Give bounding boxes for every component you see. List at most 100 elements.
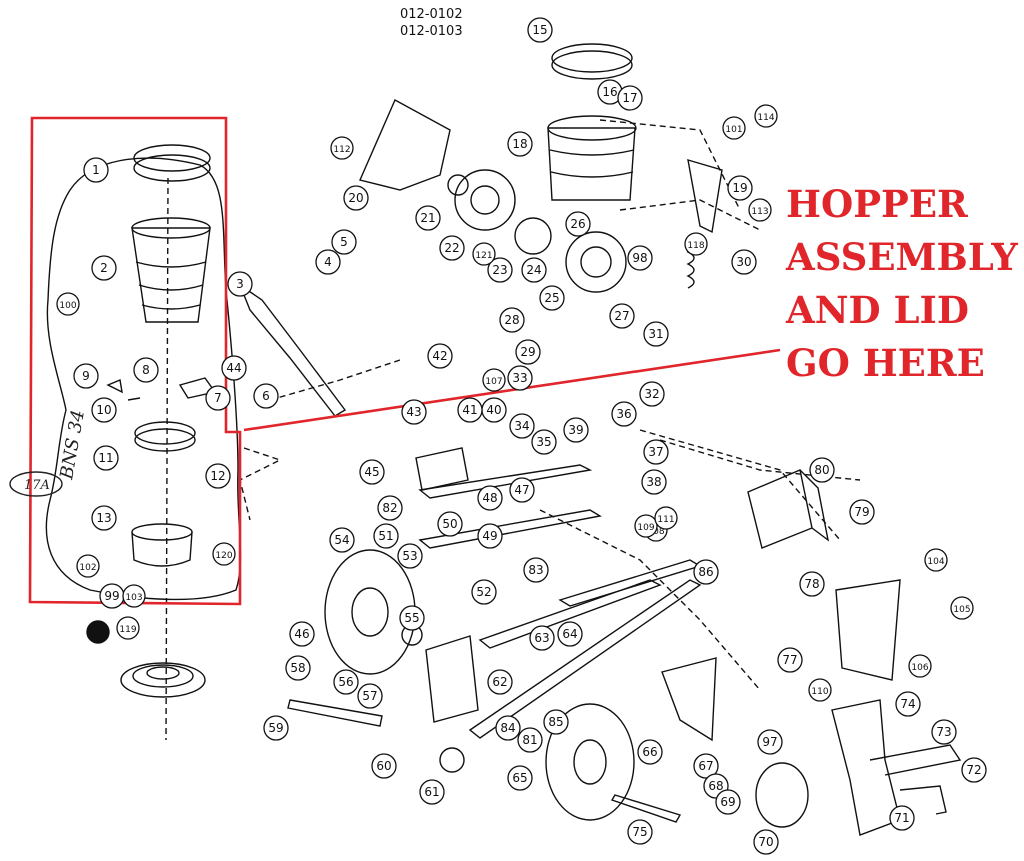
part-callout: 71 xyxy=(889,805,915,831)
part-callout-label: 4 xyxy=(324,255,332,269)
part-callout-label: 7 xyxy=(214,391,222,405)
part-callout-label: 13 xyxy=(96,511,111,525)
part-callout-label: 70 xyxy=(758,835,773,849)
part-callout-label: 46 xyxy=(294,627,309,641)
part-callout: 46 xyxy=(289,621,315,647)
part-callout-circle xyxy=(634,514,658,538)
drawing-code-2: 012-0103 xyxy=(400,24,463,39)
part-callout-circle xyxy=(499,307,525,333)
part-callout: 69 xyxy=(715,789,741,815)
part-callout-circle xyxy=(521,257,547,283)
annotation-line: GO HERE xyxy=(786,341,985,385)
part-callout: 34 xyxy=(509,413,535,439)
part-callout-circle xyxy=(253,383,279,409)
part-callout-label: 50 xyxy=(442,517,457,531)
part-callout-label: 18 xyxy=(512,137,527,151)
part-callout: 84 xyxy=(495,715,521,741)
part-callout-circle xyxy=(333,669,359,695)
part-callout: 62 xyxy=(487,669,513,695)
part-callout-label: 108 xyxy=(647,527,664,537)
drawing-code-1: 012-0102 xyxy=(400,7,463,22)
pulley-group xyxy=(86,618,206,698)
part-callout: 32 xyxy=(639,381,665,407)
part-callout-label: 62 xyxy=(492,675,507,689)
part-callout-circle xyxy=(507,131,533,157)
part-callout-circle xyxy=(227,271,253,297)
part-callout-label: 35 xyxy=(536,435,551,449)
part-callout-circle xyxy=(359,459,385,485)
part-callout-label: 56 xyxy=(338,675,353,689)
part-callout-label: 58 xyxy=(290,661,305,675)
part-callout: 27 xyxy=(609,303,635,329)
part-callout: 67 xyxy=(693,753,719,779)
part-callout-circle xyxy=(715,789,741,815)
part-callout-circle xyxy=(507,365,533,391)
part-callout-circle xyxy=(693,559,719,585)
part-callout-circle xyxy=(212,542,236,566)
part-callout-circle xyxy=(961,757,987,783)
part-callout: 51 xyxy=(373,523,399,549)
circled-ref-ring xyxy=(9,471,63,497)
part-callout-label: 38 xyxy=(646,475,661,489)
circled-ref: 17A xyxy=(24,478,50,493)
part-callout-label: 5 xyxy=(340,235,348,249)
part-callout-label: 81 xyxy=(522,733,537,747)
part-callout-label: 26 xyxy=(570,217,585,231)
part-callout-circle xyxy=(289,621,315,647)
annotation-line: ASSEMBLY xyxy=(786,235,1018,279)
part-callout-circle xyxy=(722,116,746,140)
part-callout-label: 12 xyxy=(210,469,225,483)
part-callout-circle xyxy=(419,779,445,805)
part-callout-circle xyxy=(357,683,383,709)
part-callout-circle xyxy=(91,397,117,423)
part-callout-label: 57 xyxy=(362,689,377,703)
part-callout-circle xyxy=(495,715,521,741)
part-callout-label: 98 xyxy=(632,251,647,265)
part-callout-label: 45 xyxy=(364,465,379,479)
part-callout: 112 xyxy=(330,136,354,160)
part-callout-label: 17 xyxy=(622,91,637,105)
part-callout-label: 101 xyxy=(725,125,742,135)
part-callout: 45 xyxy=(359,459,385,485)
part-callout-label: 73 xyxy=(936,725,951,739)
part-callout-circle xyxy=(399,605,425,631)
part-callout-label: 27 xyxy=(614,309,629,323)
hopper-body-shape xyxy=(131,227,211,323)
part-callout-label: 8 xyxy=(142,363,150,377)
part-callout-circle xyxy=(557,621,583,647)
hopper-blob-outline xyxy=(45,157,242,601)
part-callout: 10 xyxy=(91,397,117,423)
part-callout-circle xyxy=(639,381,665,407)
part-callout-label: 10 xyxy=(96,403,111,417)
part-callout: 104 xyxy=(924,548,948,572)
part-callout-circle xyxy=(263,715,289,741)
part-callout: 2 xyxy=(91,255,117,281)
part-callout-label: 40 xyxy=(486,403,501,417)
part-callout: 114 xyxy=(754,104,778,128)
part-callout-label: 55 xyxy=(404,611,419,625)
part-callout-circle xyxy=(531,429,557,455)
part-callout: 53 xyxy=(397,543,423,569)
part-callout-circle xyxy=(471,579,497,605)
part-callout-label: 71 xyxy=(894,811,909,825)
part-callout-label: 82 xyxy=(382,501,397,515)
part-callout-circle xyxy=(83,157,109,183)
part-callout-label: 104 xyxy=(927,557,944,567)
part-callout-circle xyxy=(757,729,783,755)
part-callout: 106 xyxy=(908,654,932,678)
part-callout-label: 99 xyxy=(104,589,119,603)
part-callout-circle xyxy=(73,363,99,389)
part-callout-label: 39 xyxy=(568,423,583,437)
part-callout-label: 85 xyxy=(548,715,563,729)
part-callout-circle xyxy=(950,596,974,620)
part-callout: 23 xyxy=(487,257,513,283)
hopper-axis xyxy=(165,177,169,741)
part-callout-label: 54 xyxy=(334,533,349,547)
part-callout: 8 xyxy=(133,357,159,383)
part-callout-circle xyxy=(116,616,140,640)
part-callout-circle xyxy=(437,511,463,537)
part-callout-label: 1 xyxy=(92,163,100,177)
part-callout-label: 49 xyxy=(482,529,497,543)
